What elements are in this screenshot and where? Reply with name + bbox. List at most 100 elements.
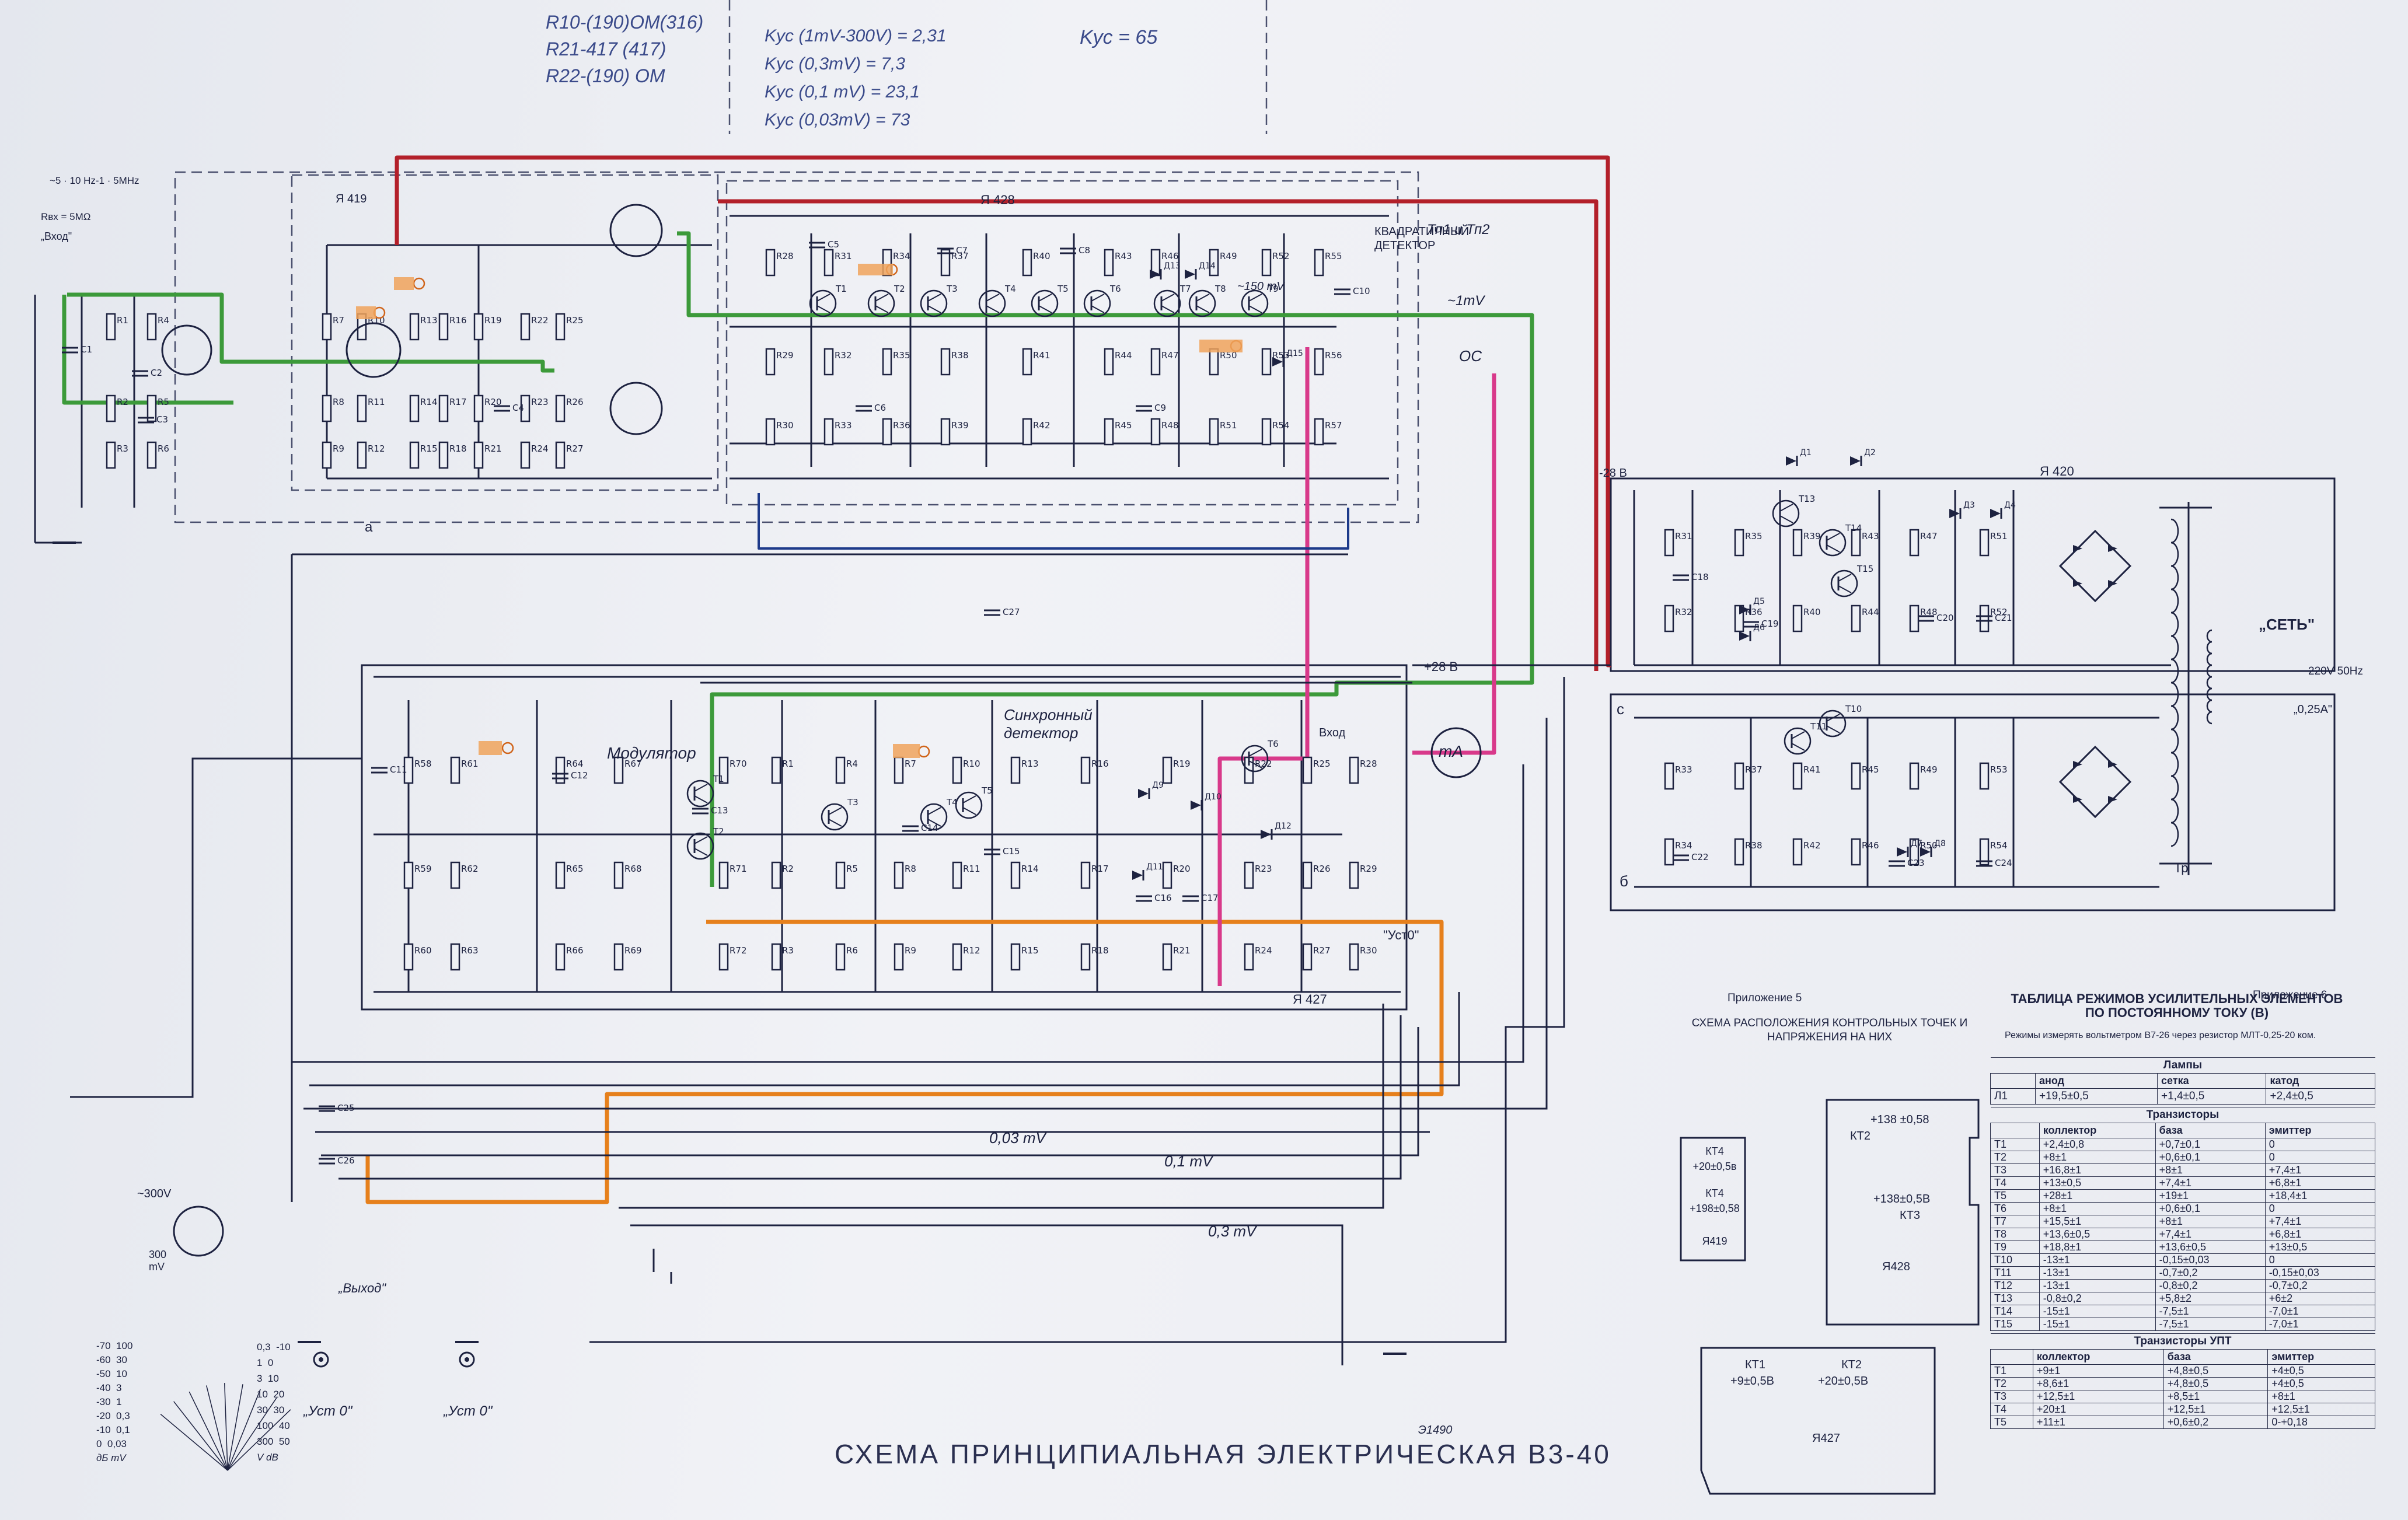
diode-label: Д10 bbox=[1205, 792, 1222, 802]
diode-label: Д11 bbox=[1146, 862, 1163, 872]
block-ya420-label: Я 420 bbox=[2040, 464, 2074, 478]
wiring bbox=[34, 215, 2212, 993]
lamps-title: Лампы bbox=[1990, 1057, 2375, 1074]
resistor-label: R42 bbox=[1033, 420, 1051, 431]
trace-magenta bbox=[1217, 347, 1310, 986]
col-header: коллектор bbox=[2032, 1349, 2164, 1365]
block-boundary-upper bbox=[174, 171, 1419, 523]
cell: +0,6±0,2 bbox=[2163, 1416, 2269, 1429]
resistor-label: R19 bbox=[484, 315, 502, 326]
table-row: T9+18,8±1+13,6±0,5+13±0,5 bbox=[1990, 1241, 2376, 1254]
cell: +18,4±1 bbox=[2264, 1189, 2376, 1203]
doc-code: Э1490 bbox=[1418, 1424, 1453, 1437]
range-switch-2-icon[interactable] bbox=[609, 382, 663, 435]
meter-icon bbox=[1430, 727, 1482, 778]
transistor-label: T6 bbox=[1267, 739, 1279, 749]
resistor-label: R46 bbox=[1862, 840, 1879, 851]
resistor-label: R7 bbox=[905, 759, 916, 769]
input-label: „Вход" bbox=[41, 230, 72, 242]
table-row: T14-15±1-7,5±1-7,0±1 bbox=[1990, 1305, 2376, 1318]
resistor-label: R65 bbox=[566, 864, 584, 874]
modes-table-wrap: Лампы анод сетка катод Л1 +19,5±0,5 +1,4… bbox=[1990, 1057, 2376, 1429]
minus28-label: -28 В bbox=[1599, 467, 1627, 480]
block-ya428-label: Я 428 bbox=[980, 193, 1015, 207]
cell: -0,8±0,2 bbox=[2039, 1292, 2156, 1305]
cell: +19,5±0,5 bbox=[2034, 1088, 2158, 1105]
transistor-label: T7 bbox=[1179, 284, 1191, 294]
capacitor-label: C18 bbox=[1691, 572, 1709, 582]
cell: +8±1 bbox=[2039, 1202, 2156, 1215]
cell: +6±2 bbox=[2264, 1292, 2376, 1305]
resistor-label: R33 bbox=[1675, 764, 1692, 775]
appendix5-head: Приложение 5 bbox=[1728, 992, 1802, 1004]
trace-blue bbox=[758, 493, 1349, 550]
resistor-label: R44 bbox=[1862, 607, 1879, 617]
db-row: 1 0 bbox=[257, 1357, 274, 1368]
capacitor-label: C5 bbox=[828, 239, 839, 250]
resistor-label: R21 bbox=[1173, 945, 1191, 956]
board-ya428: +138 ±0,58 КТ2 +138±0,5В КТ3 Я428 bbox=[1847, 1112, 1970, 1275]
table-row: T3+16,8±1+8±1+7,4±1 bbox=[1990, 1163, 2376, 1177]
cell: +7,4±1 bbox=[2264, 1215, 2376, 1228]
db-row: 30 30 bbox=[257, 1404, 285, 1416]
cell: T1 bbox=[1990, 1364, 2033, 1378]
capacitor-label: C14 bbox=[921, 823, 938, 833]
db-row: -30 1 bbox=[96, 1396, 122, 1407]
mains-label: 220V 50Hz bbox=[2308, 665, 2364, 677]
rin-label: Rвх = 5MΩ bbox=[41, 211, 91, 222]
output-switch-icon[interactable] bbox=[173, 1205, 224, 1257]
cell: +9±1 bbox=[2032, 1364, 2164, 1378]
board-ya428-outline bbox=[1826, 1099, 1980, 1326]
diode-label: Д13 bbox=[1164, 261, 1181, 271]
cell: +7,4±1 bbox=[2155, 1176, 2266, 1190]
resistor-label: R29 bbox=[1360, 864, 1377, 874]
resistor-label: R19 bbox=[1173, 759, 1191, 769]
os-label: ОС bbox=[1459, 347, 1482, 365]
block-ya419-label: Я 419 bbox=[336, 193, 367, 205]
resistor-label: R72 bbox=[730, 945, 747, 956]
col-header: база bbox=[2163, 1349, 2269, 1365]
input-switch-icon[interactable] bbox=[161, 324, 212, 376]
sync-detector-label: Синхронный детектор bbox=[1004, 706, 1093, 742]
table-row: T1+9±1+4,8±0,5+4±0,5 bbox=[1990, 1364, 2375, 1378]
resistor-label: R16 bbox=[1091, 759, 1109, 769]
range-03-label: 0,3 mV bbox=[1208, 1222, 1257, 1240]
cell: -13±1 bbox=[2039, 1266, 2156, 1280]
diode-label: Д5 bbox=[1753, 597, 1765, 606]
board-ya419: КТ4 +20±0,5в КТ4 +198±0,58 Я419 bbox=[1688, 1144, 1741, 1249]
kt-value: +20±0,5в bbox=[1692, 1161, 1737, 1172]
resistor-label: R7 bbox=[333, 315, 344, 326]
block-boundary-ps-lower bbox=[1610, 693, 2336, 911]
gain-main: Kус = 65 bbox=[1080, 26, 1158, 48]
resistor-label: R32 bbox=[1675, 607, 1692, 617]
resistor-label: R12 bbox=[368, 443, 385, 454]
resistor-label: R8 bbox=[905, 864, 916, 874]
v300-label: ~300V bbox=[137, 1187, 172, 1200]
resistor-label: R20 bbox=[484, 397, 502, 407]
resistor-label: R5 bbox=[158, 397, 169, 407]
resistor-label: R3 bbox=[782, 945, 794, 956]
cell: +20±1 bbox=[2032, 1403, 2164, 1416]
cell: +6,8±1 bbox=[2264, 1176, 2376, 1190]
resistor-label: R66 bbox=[566, 945, 584, 956]
cell: Л1 bbox=[1990, 1088, 2036, 1105]
cell: +18,8±1 bbox=[2039, 1241, 2156, 1254]
resistor-label: R25 bbox=[1313, 759, 1331, 769]
table-row: T3+12,5±1+8,5±1+8±1 bbox=[1990, 1390, 2375, 1403]
resistor-label: R2 bbox=[117, 397, 128, 407]
capacitor-label: C27 bbox=[1003, 607, 1020, 617]
resistor-label: R6 bbox=[158, 443, 169, 454]
diode-label: Д4 bbox=[2004, 501, 2016, 510]
resistor-label: R53 bbox=[1990, 764, 2008, 775]
resistor-label: R13 bbox=[420, 315, 438, 326]
cell: -13±1 bbox=[2039, 1253, 2156, 1267]
cell: +8±1 bbox=[2267, 1390, 2375, 1403]
range-switch-icon[interactable] bbox=[609, 204, 663, 257]
resistor-label: R34 bbox=[893, 251, 910, 261]
resistor-label: R10 bbox=[963, 759, 980, 769]
db-row: -10 0,1 bbox=[96, 1424, 130, 1435]
col-header: сетка bbox=[2156, 1073, 2267, 1089]
resistor-label: R39 bbox=[1803, 531, 1821, 541]
